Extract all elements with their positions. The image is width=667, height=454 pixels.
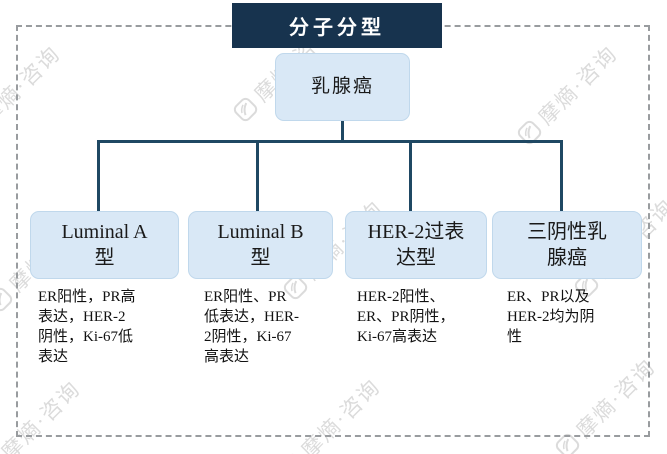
root-node-label: 乳腺癌 [310,76,374,97]
watermark-text: 摩熵·咨询 [571,354,661,443]
branch-node-luminal-a: Luminal A 型 [30,211,179,279]
seal-icon [555,433,580,454]
branch-node-her2-overexpression: HER-2过表 达型 [345,211,487,279]
branch-description-luminal-b: ER阳性、PR 低表达，HER- 2阴性，Ki-67 高表达 [204,289,299,365]
seal-icon [233,97,258,122]
seal-icon [517,120,542,145]
diagram-title-box: 分子分型 [232,3,442,48]
connector-branch-4 [560,140,563,212]
branch-label: 三阴性乳 腺癌 [527,221,607,269]
watermark-text: 摩熵·咨询 [0,41,66,130]
watermark-text: 摩熵·咨询 [533,41,623,130]
watermark: 摩熵·咨询 [273,371,386,454]
branch-node-triple-negative: 三阴性乳 腺癌 [492,211,642,279]
watermark: 摩熵·咨询 [0,373,87,454]
branch-node-luminal-b: Luminal B 型 [188,211,333,279]
watermark: 摩熵·咨询 [548,351,661,454]
branch-label: Luminal A 型 [61,221,148,269]
connector-branch-1 [97,140,100,212]
connector-horizontal-bar [97,140,563,143]
connector-root-stub [341,118,344,142]
watermark: 摩熵·咨询 [0,38,67,151]
branch-description-triple-negative: ER、PR以及 HER-2均为阴 性 [507,289,595,345]
watermark-text: 摩熵·咨询 [296,374,386,454]
watermark: 摩熵·咨询 [510,38,623,151]
connector-branch-2 [256,140,259,212]
seal-icon [280,453,305,454]
connector-branch-3 [409,140,412,212]
root-node-breast-cancer: 乳腺癌 [275,53,410,121]
branch-description-luminal-a: ER阳性，PR高 表达，HER-2 阴性，Ki-67低 表达 [38,289,136,365]
seal-icon [0,451,9,454]
seal-icon [0,287,13,312]
watermark-text: 摩熵·咨询 [0,376,86,454]
branch-description-her2-overexpression: HER-2阳性、 ER、PR阴性， Ki-67高表达 [357,289,455,345]
branch-label: HER-2过表 达型 [367,221,465,269]
branch-label: Luminal B 型 [217,221,304,269]
diagram-title: 分子分型 [289,17,385,39]
